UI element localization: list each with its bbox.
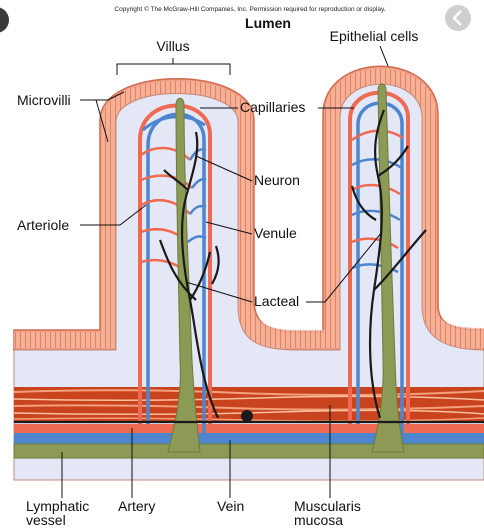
left-edge-circle: [0, 7, 9, 33]
label-lymphatic-vessel-line2: vessel: [26, 512, 66, 528]
label-lacteal: Lacteal: [254, 293, 299, 309]
label-arteriole: Arteriole: [17, 217, 69, 233]
neuron-fibers: [14, 109, 484, 424]
villus-bracket: [116, 63, 231, 75]
copyright-text: Copyright © The McGraw-Hill Companies, I…: [114, 5, 385, 13]
label-epithelial-cells: Epithelial cells: [330, 28, 419, 44]
label-lymphatic-vessel-line1: Lymphatic: [26, 498, 89, 514]
label-artery: Artery: [118, 498, 155, 514]
lumen-title: Lumen: [245, 15, 291, 31]
neuron-cell-body: [241, 410, 253, 422]
label-neuron: Neuron: [254, 172, 300, 188]
label-capillaries: Capillaries: [240, 99, 305, 115]
vein-vessel: [14, 433, 484, 444]
label-villus: Villus: [156, 38, 189, 54]
label-microvilli: Microvilli: [17, 92, 71, 108]
label-muscularis-line2: mucosa: [294, 512, 343, 528]
label-vein: Vein: [217, 498, 244, 514]
chevron-left-icon[interactable]: [445, 5, 471, 31]
lymphatic-vessel: [13, 443, 484, 459]
label-muscularis-line1: Muscularis: [294, 498, 361, 514]
label-venule: Venule: [254, 225, 297, 241]
lamina-propria: [13, 83, 484, 481]
artery-vessel: [14, 424, 484, 433]
